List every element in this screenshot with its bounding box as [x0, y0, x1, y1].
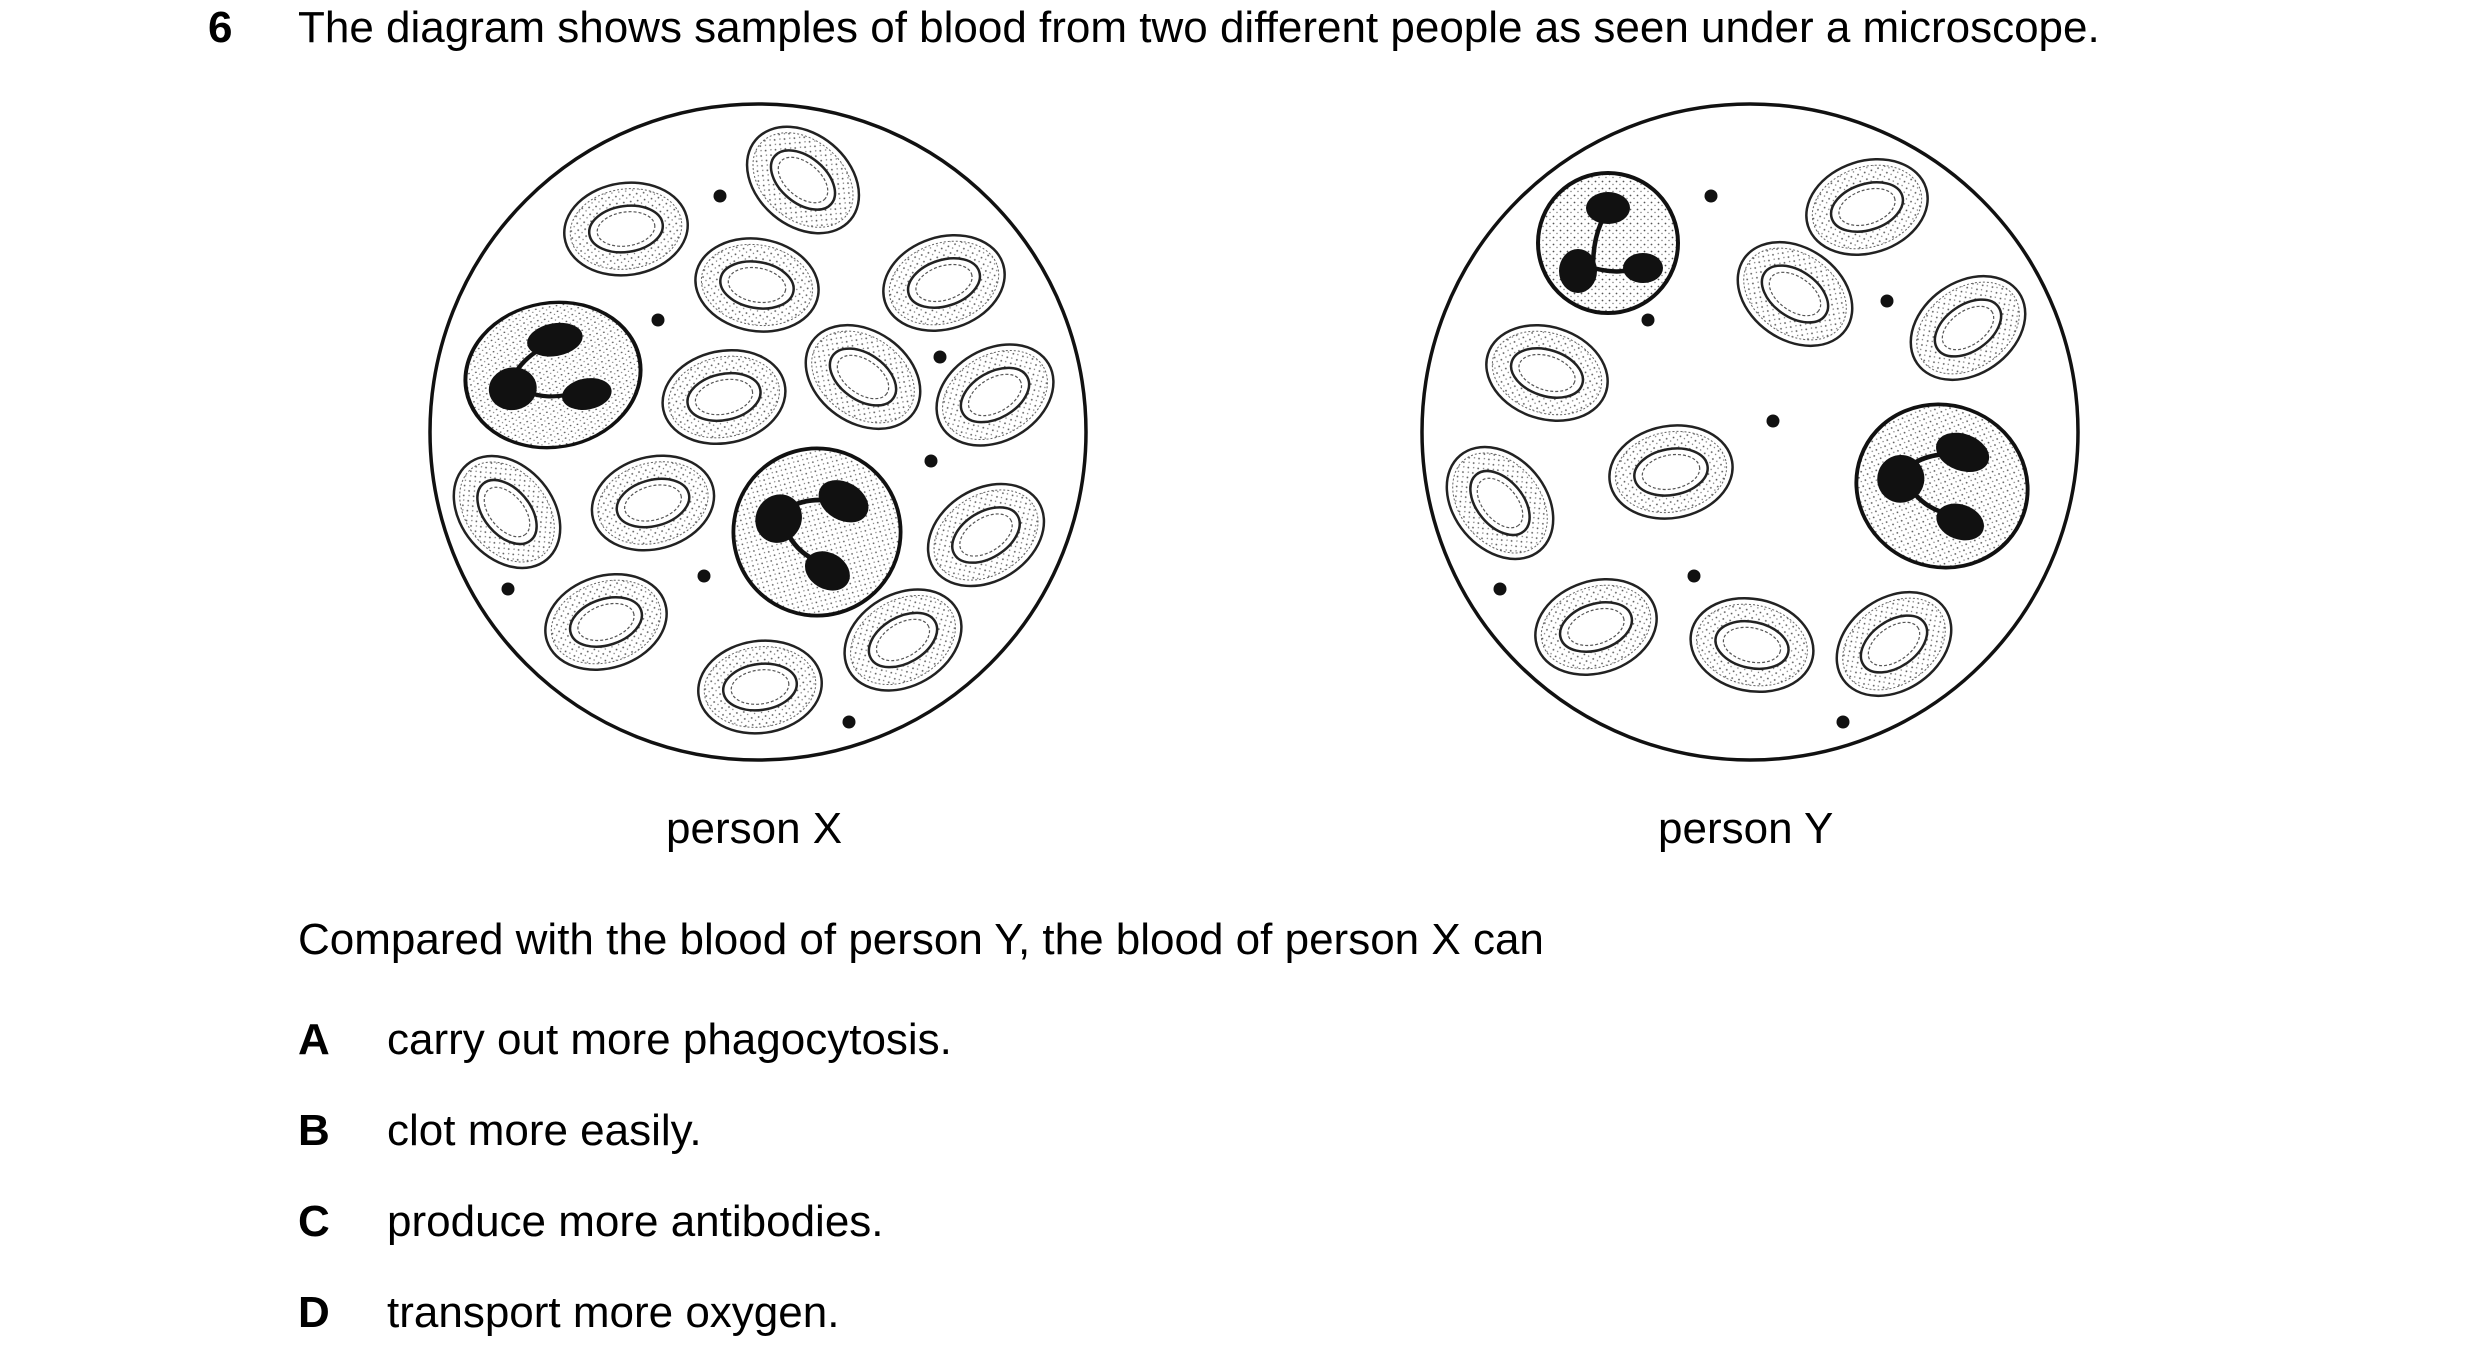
blood-sample-diagram — [428, 102, 2080, 762]
white-blood-cell — [1538, 173, 1678, 313]
option-text: transport more oxygen. — [387, 1288, 840, 1337]
platelet — [651, 313, 665, 327]
option-key: C — [298, 1197, 330, 1246]
platelet — [501, 582, 515, 596]
platelet — [933, 350, 947, 364]
platelet — [1766, 414, 1780, 428]
platelet — [924, 454, 938, 468]
option-text: carry out more phagocytosis. — [387, 1015, 952, 1064]
platelet — [842, 715, 856, 729]
platelet — [697, 569, 711, 583]
caption-person-x: person X — [666, 804, 843, 853]
option-text: clot more easily. — [387, 1106, 702, 1155]
option-key: D — [298, 1288, 330, 1337]
sample-person-x — [428, 102, 1088, 762]
platelet — [1880, 294, 1894, 308]
platelet — [1493, 582, 1507, 596]
platelets — [1493, 189, 1894, 729]
platelet — [1836, 715, 1850, 729]
option-text: produce more antibodies. — [387, 1197, 884, 1246]
platelet — [713, 189, 727, 203]
platelets — [501, 189, 947, 729]
question-number: 6 — [208, 3, 233, 52]
platelet — [1641, 313, 1655, 327]
sample-person-y — [1420, 102, 2080, 762]
platelet — [1687, 569, 1701, 583]
platelet — [1704, 189, 1718, 203]
option-key: A — [298, 1015, 330, 1064]
question-lead-in: Compared with the blood of person Y, the… — [298, 915, 1544, 964]
option-key: B — [298, 1106, 330, 1155]
question-stem: The diagram shows samples of blood from … — [298, 3, 2100, 52]
caption-person-y: person Y — [1658, 804, 1834, 853]
